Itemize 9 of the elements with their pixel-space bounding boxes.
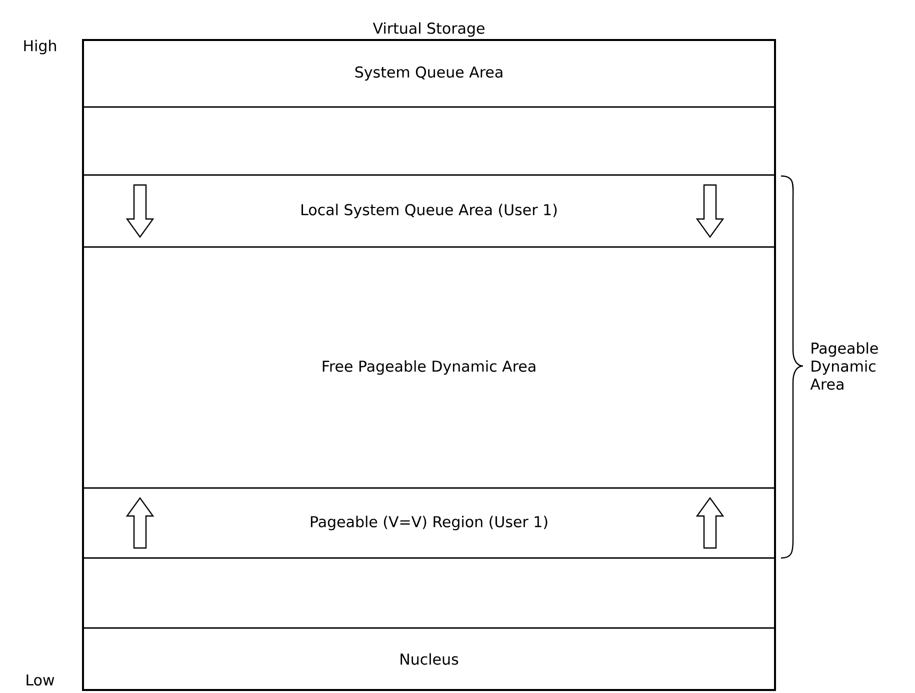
axis-label: High [24,40,56,54]
storage-band: Nucleus [82,627,776,691]
node-label: Virtual Storage [372,22,484,37]
storage-band: Pageable (V=V) Region (User 1) [82,487,776,559]
storage-band: Local System Queue Area (User 1) [82,174,776,248]
bracket-label: Pageable Dynamic Area [810,342,878,390]
storage-band: Free Pageable Dynamic Area [82,246,776,489]
node-label: System Queue Area [355,66,502,81]
axis-label: Low [26,674,54,686]
